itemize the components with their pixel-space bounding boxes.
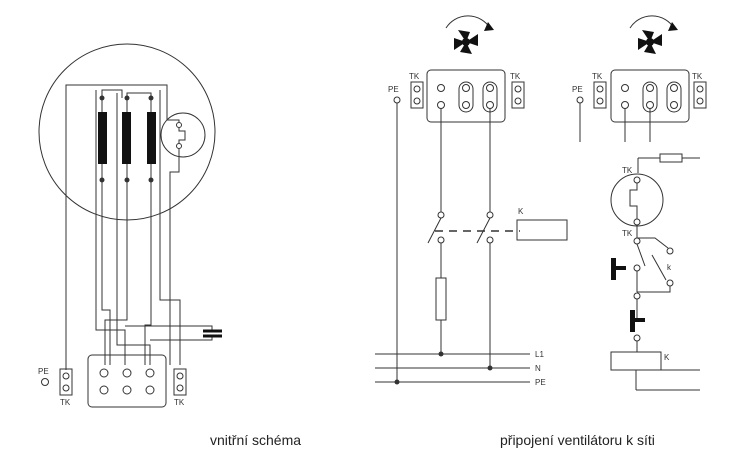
- winding-3: [147, 112, 156, 164]
- stop-button: [611, 258, 616, 280]
- tk-label-right: TK: [174, 398, 185, 407]
- fuse: [435, 277, 447, 321]
- terminal-block-internal: [87, 354, 167, 408]
- start-stop-circuit: k: [611, 225, 674, 352]
- supply-lines: L1 N PE: [375, 350, 546, 387]
- tk-terminal-middle-right: [511, 81, 525, 109]
- tk-label-left: TK: [60, 398, 71, 407]
- tk-terminal-right-right: [693, 81, 707, 109]
- pe-terminal-right: [576, 96, 584, 104]
- caption-network-connection: připojení ventilátoru k síti: [500, 432, 655, 448]
- motor-windings: [98, 95, 156, 183]
- tk-terminal-left: [59, 368, 73, 396]
- tk-label-middle-right: TK: [510, 72, 521, 81]
- caption-internal-schematic: vnitřní schéma: [210, 432, 301, 448]
- contactor-coil-right: [610, 351, 662, 371]
- pe-label: PE: [38, 367, 49, 376]
- internal-wiring: [65, 84, 222, 370]
- tk-label-right-right: TK: [692, 72, 703, 81]
- winding-2: [122, 112, 131, 164]
- tk-label-right-left: TK: [592, 72, 603, 81]
- pe-terminal-middle: [393, 96, 401, 104]
- line-pe-label: PE: [535, 378, 546, 387]
- k-label-middle: K: [518, 207, 524, 216]
- terminal-block-middle: [426, 69, 506, 123]
- control-fuse: [659, 153, 683, 163]
- contactor-coil-middle: [516, 219, 568, 241]
- start-button: [630, 310, 635, 332]
- fan-symbol-middle: [445, 15, 494, 54]
- k-hold-label: k: [667, 263, 672, 272]
- internal-schematic: PE TK TK: [38, 43, 222, 408]
- tk-terminal-right: [173, 368, 187, 396]
- control-circuit: TK TK PE TK TK: [572, 15, 707, 391]
- tk-label-control-bottom: TK: [622, 229, 633, 238]
- k-label-right: K: [664, 353, 670, 362]
- middle-wiring: K: [394, 103, 568, 385]
- tk-label-control-top: TK: [622, 166, 633, 175]
- tk-label-middle-left: TK: [409, 72, 420, 81]
- pe-label-right: PE: [572, 85, 583, 94]
- network-connection: TK TK PE K L1: [375, 15, 568, 387]
- line-l1-label: L1: [535, 350, 544, 359]
- thermal-protector-internal: [160, 112, 206, 158]
- pe-terminal: [41, 378, 49, 386]
- pe-label-middle: PE: [388, 85, 399, 94]
- line-n-label: N: [535, 364, 541, 373]
- fan-symbol-right: [629, 15, 678, 54]
- tk-terminal-middle-left: [410, 81, 424, 109]
- tk-terminal-right-left: [593, 81, 607, 109]
- winding-1: [98, 112, 107, 164]
